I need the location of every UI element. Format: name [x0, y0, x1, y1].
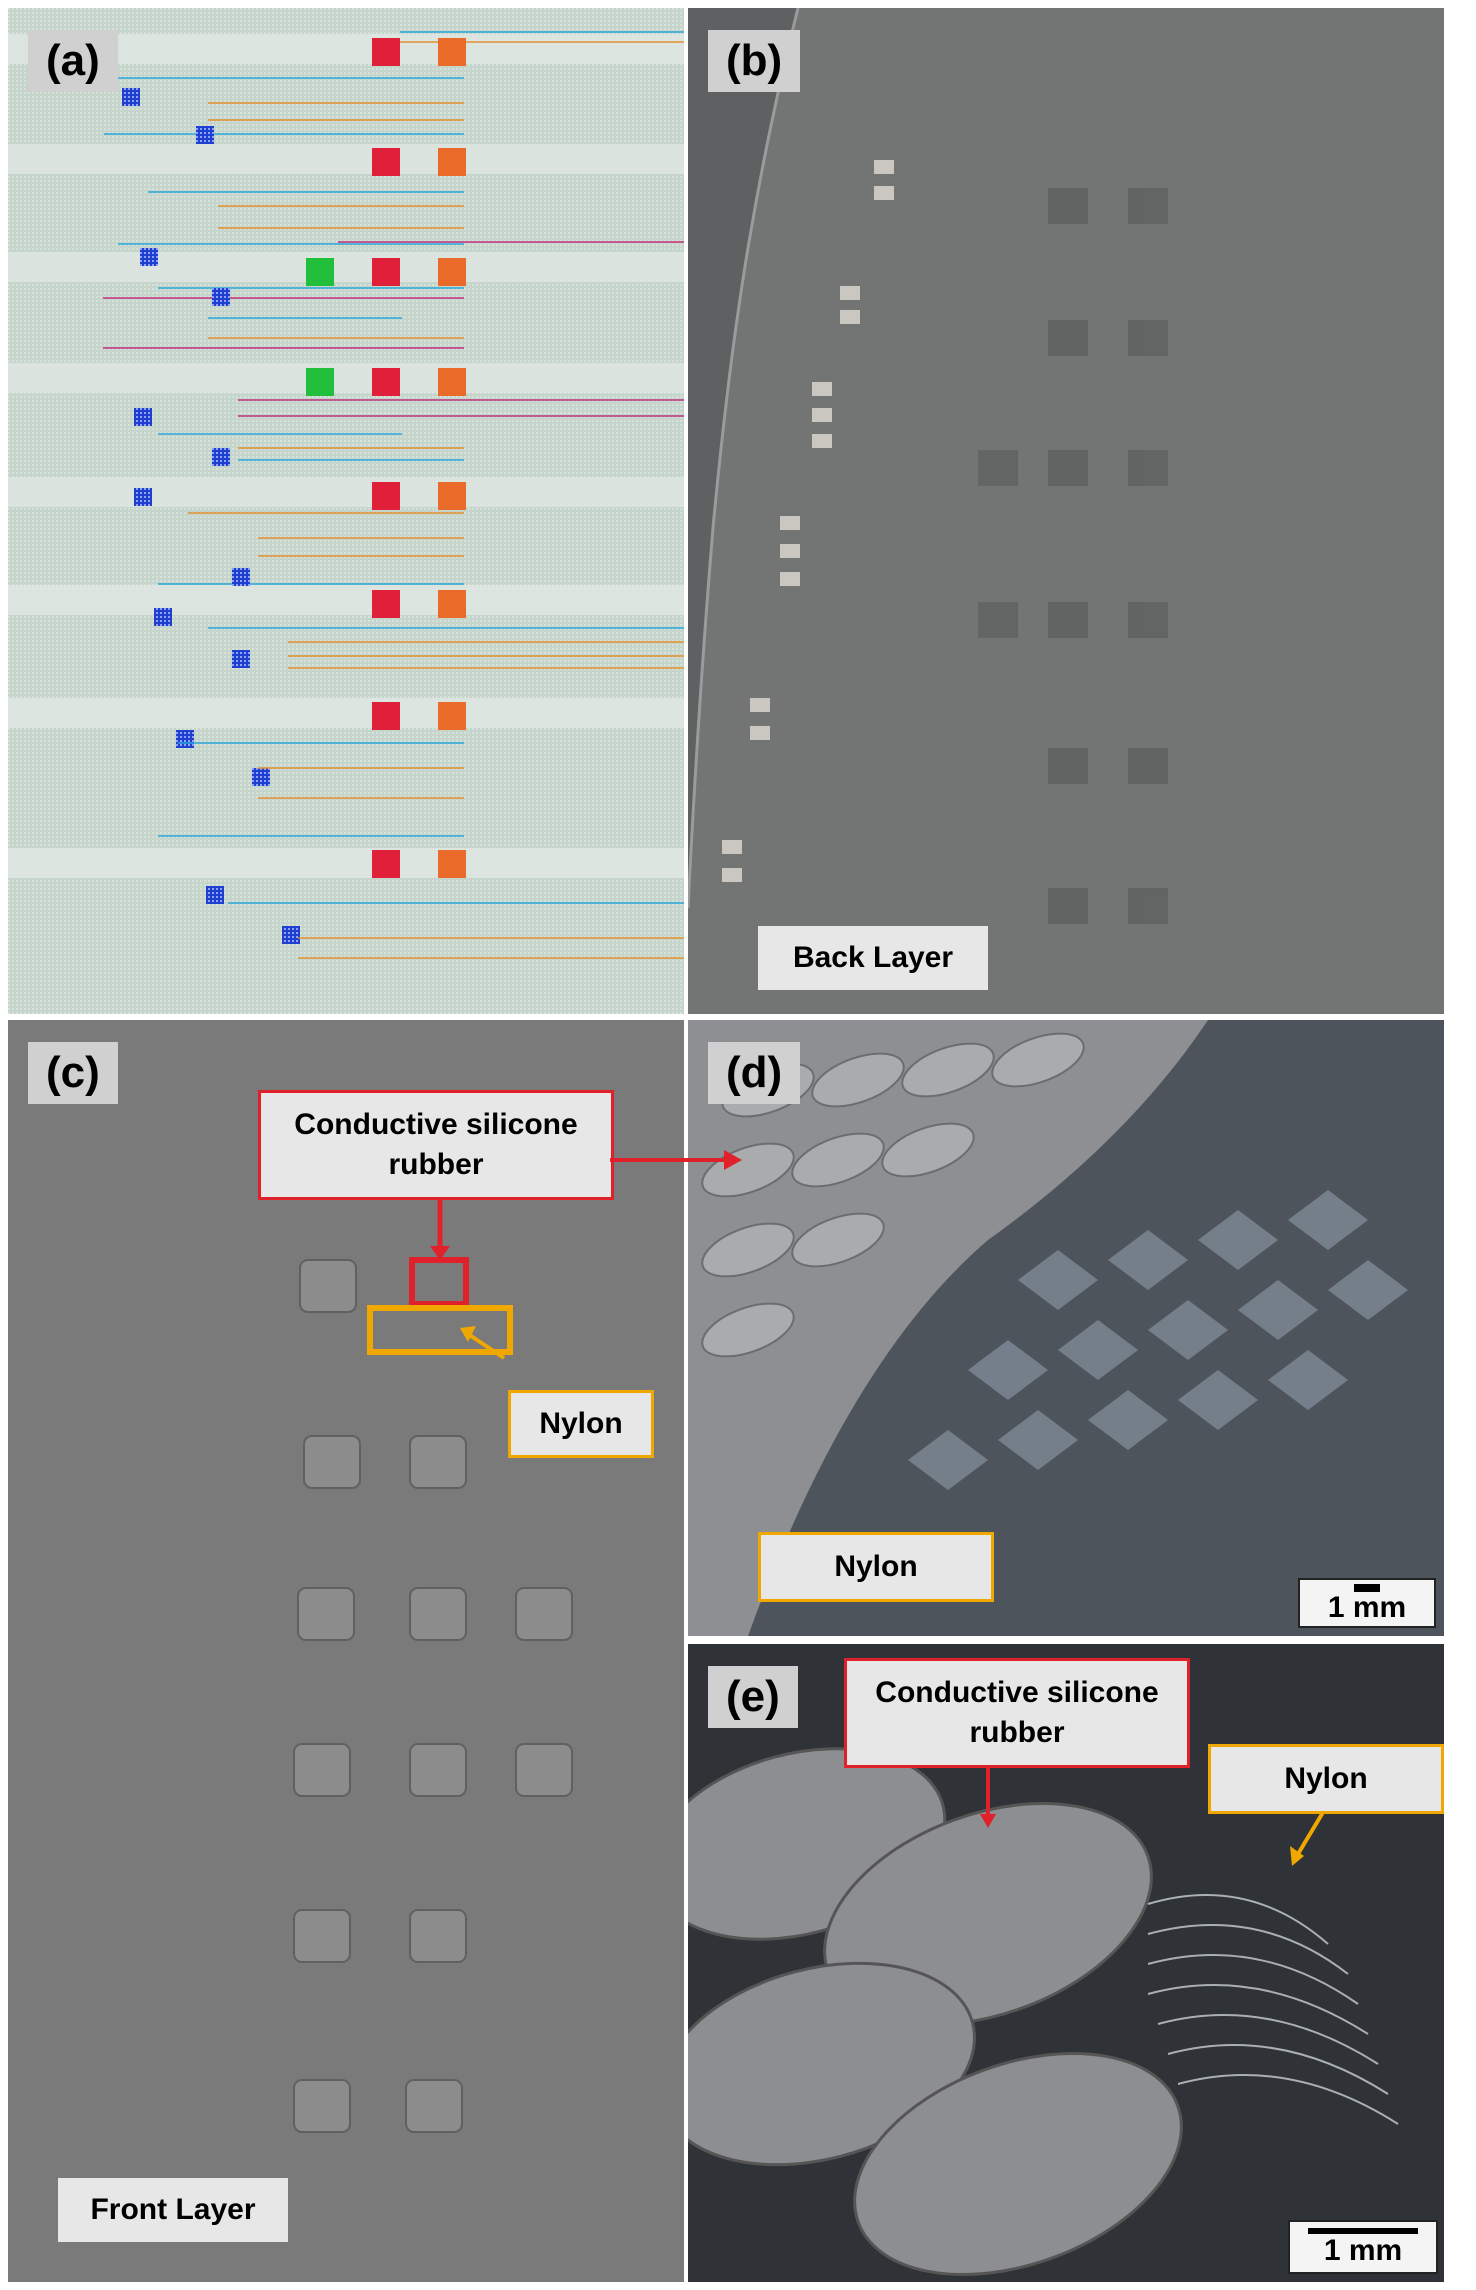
scale-bar-d-label: 1 mm — [1327, 1591, 1407, 1624]
panel-b: (b) Back Layer — [688, 8, 1444, 1014]
panel-d: (d) Nylon 1 mm — [688, 1020, 1444, 1636]
panel-c: (c) Conductive silicone rubber Nylon Fro… — [8, 1020, 684, 2282]
panel-a: (a) — [8, 8, 684, 1014]
scale-bar-d: 1 mm — [1298, 1578, 1436, 1628]
panel-b-label: (b) — [708, 30, 801, 92]
panel-d-label: (d) — [708, 1042, 801, 1104]
panel-c-label: (c) — [28, 1042, 118, 1104]
knit-pattern-diagram — [8, 8, 684, 1014]
rubber-callout-c: Conductive silicone rubber — [258, 1090, 614, 1200]
scale-bar-e-label: 1 mm — [1323, 2234, 1403, 2267]
front-layer-caption: Front Layer — [58, 2178, 288, 2242]
back-layer-caption: Back Layer — [758, 926, 988, 990]
scale-bar-e: 1 mm — [1288, 2220, 1438, 2274]
nylon-callout-e: Nylon — [1208, 1744, 1444, 1814]
back-layer-photo — [688, 8, 1444, 1014]
panel-e-label: (e) — [708, 1666, 798, 1728]
front-layer-photo — [8, 1020, 684, 2282]
nylon-callout-c: Nylon — [508, 1390, 654, 1458]
panel-e: (e) Conductive silicone rubber Nylon 1 m… — [688, 1644, 1444, 2282]
scale-bar-e-line — [1308, 2228, 1418, 2234]
scale-bar-d-line — [1354, 1584, 1380, 1592]
panel-a-label: (a) — [28, 30, 118, 92]
rubber-callout-e: Conductive silicone rubber — [844, 1658, 1190, 1768]
nylon-callout-d: Nylon — [758, 1532, 994, 1602]
